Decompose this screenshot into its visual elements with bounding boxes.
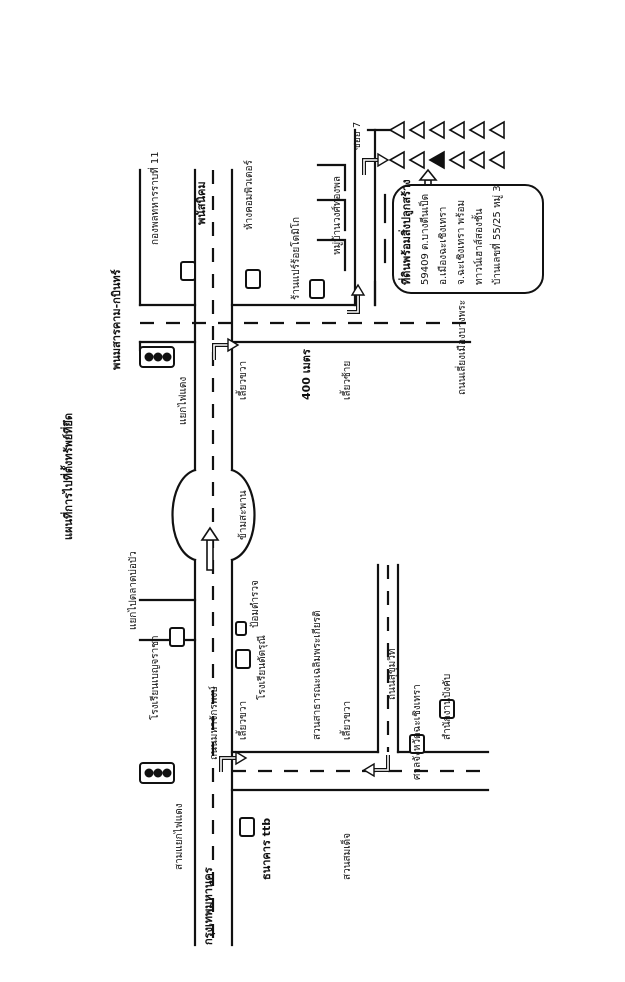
- label-temple: ห้างคอมพิวเตอร์: [243, 159, 255, 230]
- label-park: สวนสาธารณะเฉลิมพระเกียรติ: [311, 611, 323, 741]
- label-distance: 400 เมตร: [300, 349, 313, 400]
- label-school-1: โรงเรียนเบญจราชา: [148, 635, 161, 720]
- landmark-box-bank: [239, 817, 255, 837]
- landmark-box-school-2: [235, 649, 251, 669]
- landmark-box-office: [235, 621, 247, 636]
- label-shop: ร้านแปร์ร้อยโดมิโก: [289, 217, 302, 300]
- label-bank: ธนาคาร ttb: [260, 818, 273, 880]
- label-panthong: พนัสนิคม: [195, 181, 208, 225]
- traffic-light-icon-1: [139, 346, 175, 368]
- label-sukhumvit: ถนนสุขุมวิท: [387, 649, 398, 700]
- bridge-hump-right: [230, 468, 256, 562]
- property-line6: บ้านเลขที่ 55/25 หมู่ 3: [489, 185, 503, 285]
- label-intersection-2: สามแยกไฟแดง: [173, 803, 185, 870]
- property-line3: อ.เมืองฉะเชิงเทรา: [437, 207, 449, 285]
- landmark-box-school-1: [169, 627, 185, 647]
- arrow-turn-right-top-icon: [212, 337, 240, 360]
- label-rd-bangphra: ถนนเลี่ยงเมืองบางพระ: [454, 300, 468, 395]
- label-chachoengsao-rd: พนมสารคาม-กบินทร์: [110, 269, 123, 370]
- label-village: หมู่บ้านวงศ์ทองพล: [331, 176, 343, 255]
- property-line2: 59409 ต.บางตีนเป็ด: [417, 194, 431, 285]
- label-main-road: ถนนมหาจักรพงษ์: [208, 686, 220, 760]
- label-turn-right-2: เลี้ยวขวา: [235, 701, 249, 740]
- property-info-box: [392, 184, 544, 294]
- landmark-box-kongpol: [180, 261, 196, 281]
- house-triangles-row-bottom: [388, 150, 505, 170]
- label-station: สวนสมเด็จ: [339, 833, 353, 880]
- label-school-2: โรงเรียนดัดรุณี: [255, 635, 268, 700]
- arrow-turn-soi7-icon: [362, 152, 390, 175]
- label-bangkok: กรุงเทพมหานคร: [202, 867, 216, 945]
- property-line4: จ.ฉะเชิงเทรา พร้อม: [455, 200, 467, 285]
- label-intersection-1: แยกไฟแดง: [177, 377, 189, 425]
- landmark-box-temple: [245, 269, 261, 289]
- label-turn-right-3: เลี้ยวขวา: [339, 701, 353, 740]
- arrow-turn-left-bottom-icon: [362, 755, 390, 778]
- property-info-text: ที่ดินพร้อมสิ่งปลูกสร้าง 59409 ต.บางตีนเ…: [398, 179, 503, 285]
- arrow-turn-left-top-icon: [347, 283, 366, 314]
- bridge-hump-left: [171, 468, 197, 562]
- label-turn-right-1: เลี้ยวขวา: [235, 361, 249, 400]
- traffic-light-icon-2: [139, 762, 175, 784]
- label-turn-left-1: เลี้ยวซ้าย: [339, 361, 353, 400]
- house-triangles-row-top: [388, 120, 505, 140]
- soi-stub-3: [316, 238, 347, 272]
- arrow-up-bridge-icon: [200, 526, 220, 571]
- property-line1: ที่ดินพร้อมสิ่งปลูกสร้าง: [398, 179, 414, 285]
- soi-stub-2: [316, 198, 347, 232]
- arrow-turn-right-bottom-icon: [219, 750, 248, 772]
- label-market: แยกไปตลาดบ่อบัว: [127, 551, 139, 630]
- property-marker-icon: [428, 150, 445, 170]
- label-kongpol: กองพลทหารราบที่ 11: [147, 151, 161, 245]
- landmark-box-shop: [309, 279, 325, 299]
- landmark-box-lawyer: [439, 699, 455, 719]
- label-soi7: ซอย 7: [352, 122, 363, 150]
- map-title: แผนที่การไปที่ตั้งทรัพย์ที่ยึด: [60, 413, 75, 540]
- label-court: ศาลจังหวัดฉะเชิงเทรา: [412, 684, 423, 780]
- label-office: ป้อมตำรวจ: [249, 580, 261, 628]
- property-line5: ทาวน์เฮาส์สองชั้น: [471, 208, 485, 285]
- soi-stub-1: [316, 163, 347, 192]
- label-bridge: ข้ามสะพาน: [237, 490, 249, 540]
- landmark-box-court: [409, 734, 425, 754]
- label-lawyer-office: สำนักงานบังคับ: [442, 674, 453, 740]
